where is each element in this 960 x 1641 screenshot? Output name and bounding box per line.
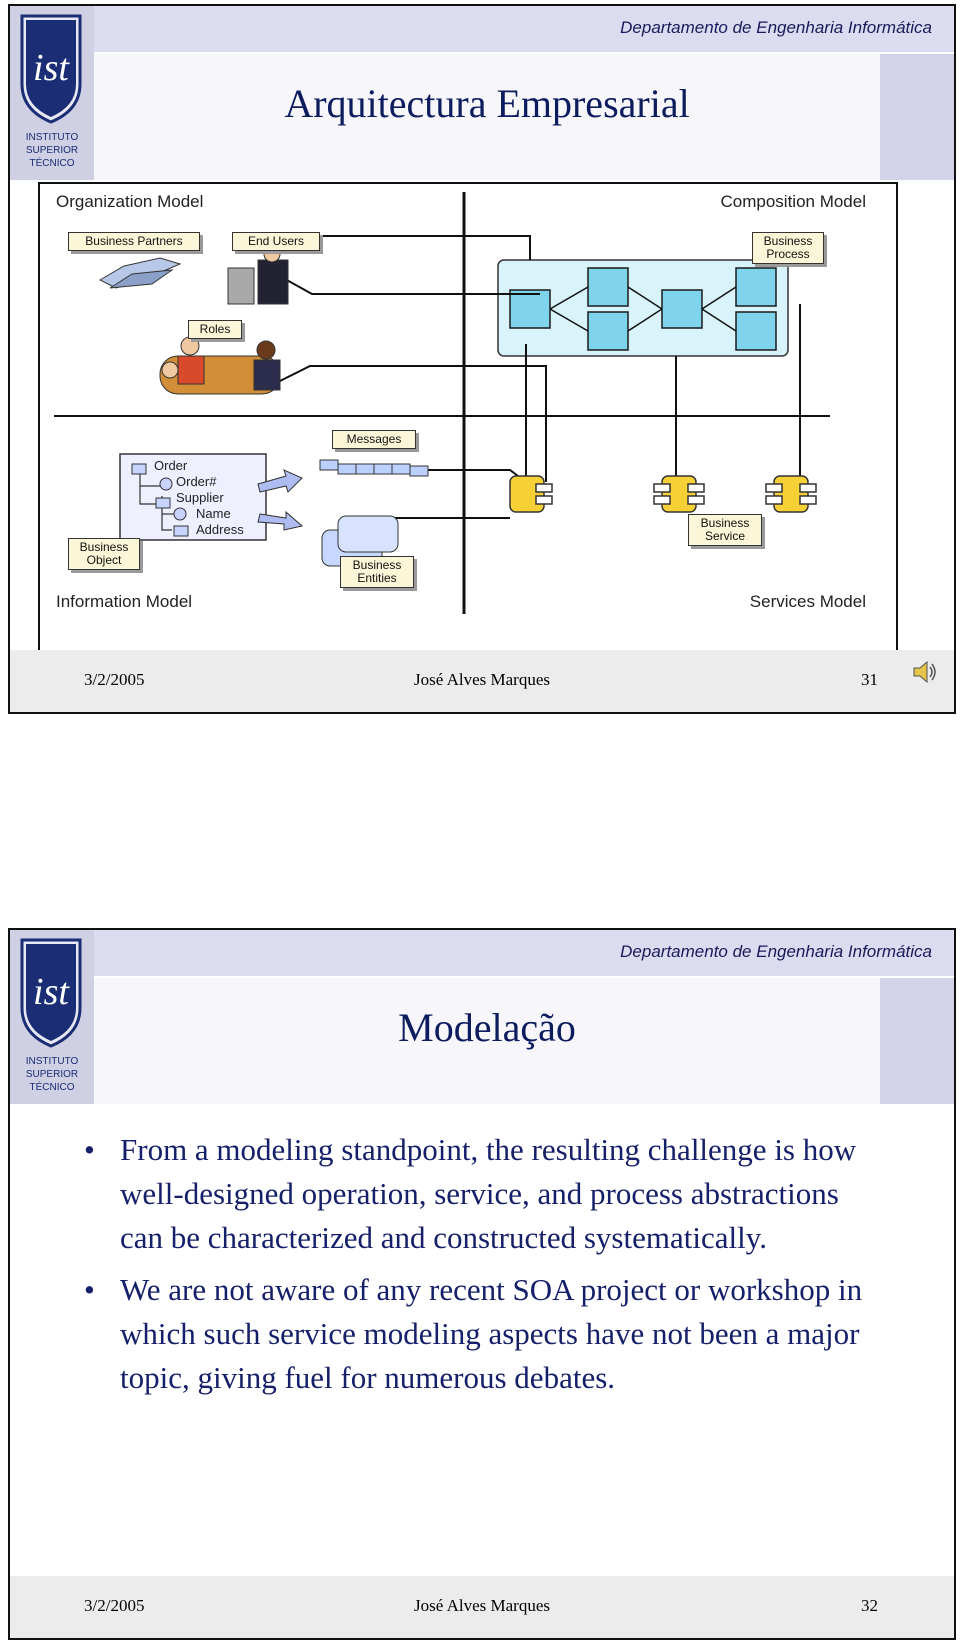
- diagram-lines: [54, 192, 830, 614]
- bullet-list: • From a modeling standpoint, the resulti…: [84, 1128, 874, 1408]
- enterprise-architecture-diagram: Organization Model Composition Model Inf…: [38, 182, 898, 662]
- header-band: [10, 930, 954, 976]
- label-roles: Roles: [188, 320, 242, 339]
- quadrant-organization-model: Organization Model: [56, 192, 204, 211]
- footer-author: José Alves Marques: [414, 1596, 550, 1615]
- label-business-object: Business Object: [68, 538, 140, 570]
- logo-line-2: SUPERIOR: [26, 145, 78, 156]
- slide-footer: 3/2/2005 José Alves Marques 32: [10, 1576, 954, 1638]
- slide-title: Modelação: [398, 1005, 576, 1050]
- label-business-service-line-2: Service: [704, 529, 745, 543]
- label-business-entities-line-2: Entities: [357, 571, 397, 585]
- header-side-band: [876, 978, 954, 1104]
- label-business-entities: Business Entities: [340, 556, 414, 588]
- bullet-dot-icon: •: [84, 1132, 95, 1167]
- label-business-process-line-2: Process: [766, 247, 810, 261]
- footer-date: 3/2/2005: [84, 1596, 145, 1615]
- footer-slide-number: 31: [861, 670, 878, 689]
- logo-line-3: TÉCNICO: [30, 1080, 75, 1093]
- department-name: Departamento de Engenharia Informática: [620, 942, 932, 961]
- label-business-process: Business Process: [752, 232, 824, 264]
- slide-31: ist INSTITUTO SUPERIOR TÉCNICO Departame…: [8, 4, 956, 714]
- speaker-icon[interactable]: [910, 658, 938, 691]
- logo-line-1: INSTITUTO: [26, 1056, 79, 1067]
- tree-name: Name: [196, 506, 231, 521]
- quadrant-information-model: Information Model: [56, 592, 193, 611]
- label-business-service: Business Service: [688, 514, 762, 546]
- tree-address: Address: [196, 522, 244, 537]
- slide-title: Arquitectura Empresarial: [284, 81, 690, 126]
- label-business-entities-line-1: Business: [352, 558, 402, 572]
- logo-mark: ist: [33, 47, 70, 89]
- tree-supplier: Supplier: [176, 490, 224, 505]
- tree-order: Order: [154, 458, 188, 473]
- ist-logo: ist INSTITUTO SUPERIOR TÉCNICO: [10, 6, 94, 180]
- logo-line-1: INSTITUTO: [26, 132, 79, 143]
- header-band: [10, 6, 954, 52]
- bullet-item: • From a modeling standpoint, the resulti…: [84, 1128, 874, 1260]
- logo-line-2: SUPERIOR: [26, 1069, 78, 1080]
- slide-32: ist INSTITUTO SUPERIOR TÉCNICO Departame…: [8, 928, 956, 1640]
- bullet-dot-icon: •: [84, 1272, 95, 1307]
- label-business-object-line-1: Business: [79, 540, 129, 554]
- footer-date: 3/2/2005: [84, 670, 145, 689]
- title-background: [94, 978, 880, 1104]
- label-business-partners: Business Partners: [68, 232, 200, 251]
- footer-slide-number: 32: [861, 1596, 878, 1615]
- label-business-object-line-2: Object: [86, 553, 122, 567]
- quadrant-composition-model: Composition Model: [720, 192, 866, 211]
- logo-line-3: TÉCNICO: [30, 156, 75, 169]
- label-end-users: End Users: [232, 232, 320, 251]
- bullet-item: • We are not aware of any recent SOA proj…: [84, 1268, 874, 1400]
- label-messages: Messages: [332, 430, 416, 449]
- quadrant-services-model: Services Model: [749, 592, 866, 611]
- ist-logo: ist INSTITUTO SUPERIOR TÉCNICO: [10, 930, 94, 1104]
- department-name: Departamento de Engenharia Informática: [620, 18, 932, 37]
- tree-order-number: Order#: [176, 474, 217, 489]
- footer-author: José Alves Marques: [414, 670, 550, 689]
- slide-footer: 3/2/2005 José Alves Marques 31: [10, 650, 954, 712]
- label-business-service-line-1: Business: [700, 516, 750, 530]
- bullet-text: From a modeling standpoint, the resultin…: [120, 1132, 857, 1255]
- label-business-process-line-1: Business: [763, 234, 813, 248]
- header-side-band: [876, 54, 954, 180]
- logo-mark: ist: [33, 971, 70, 1013]
- title-background: [94, 54, 880, 180]
- bullet-text: We are not aware of any recent SOA proje…: [120, 1272, 863, 1395]
